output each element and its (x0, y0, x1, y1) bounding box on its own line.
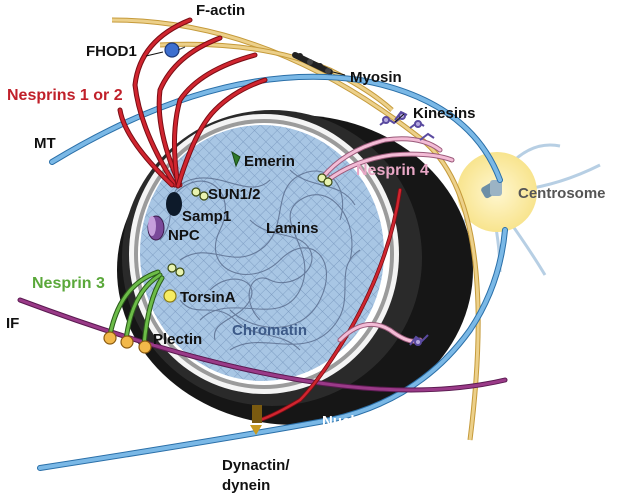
label-torsina: TorsinA (180, 289, 236, 306)
samp1-protein (166, 192, 182, 216)
label-sun12: SUN1/2 (208, 186, 261, 203)
label-npc: NPC (168, 227, 200, 244)
label-myosin: Myosin (350, 69, 402, 86)
torsina-protein (164, 290, 176, 302)
label-kinesins: Kinesins (413, 105, 476, 122)
label-fhod1: FHOD1 (86, 43, 137, 60)
label-nucleus: Nucleus (322, 413, 380, 430)
label-f-actin: F-actin (196, 2, 245, 19)
fhod1-protein (165, 43, 179, 57)
label-plectin: Plectin (153, 331, 202, 348)
label-lamins: Lamins (266, 220, 319, 237)
label-mt: MT (34, 135, 56, 152)
label-samp1: Samp1 (182, 208, 231, 225)
label-if: IF (6, 315, 19, 332)
label-dynactin: Dynactin/ (222, 457, 290, 474)
label-dynein: dynein (222, 477, 270, 494)
label-nesprins-1-2: Nesprins 1 or 2 (7, 87, 123, 104)
label-nesprin-3: Nesprin 3 (32, 275, 105, 292)
label-chromatin: Chromatin (232, 322, 307, 339)
npc-pore (148, 216, 164, 240)
label-nesprin-4: Nesprin 4 (356, 162, 429, 179)
label-emerin: Emerin (244, 153, 295, 170)
label-centrosome: Centrosome (518, 185, 606, 202)
